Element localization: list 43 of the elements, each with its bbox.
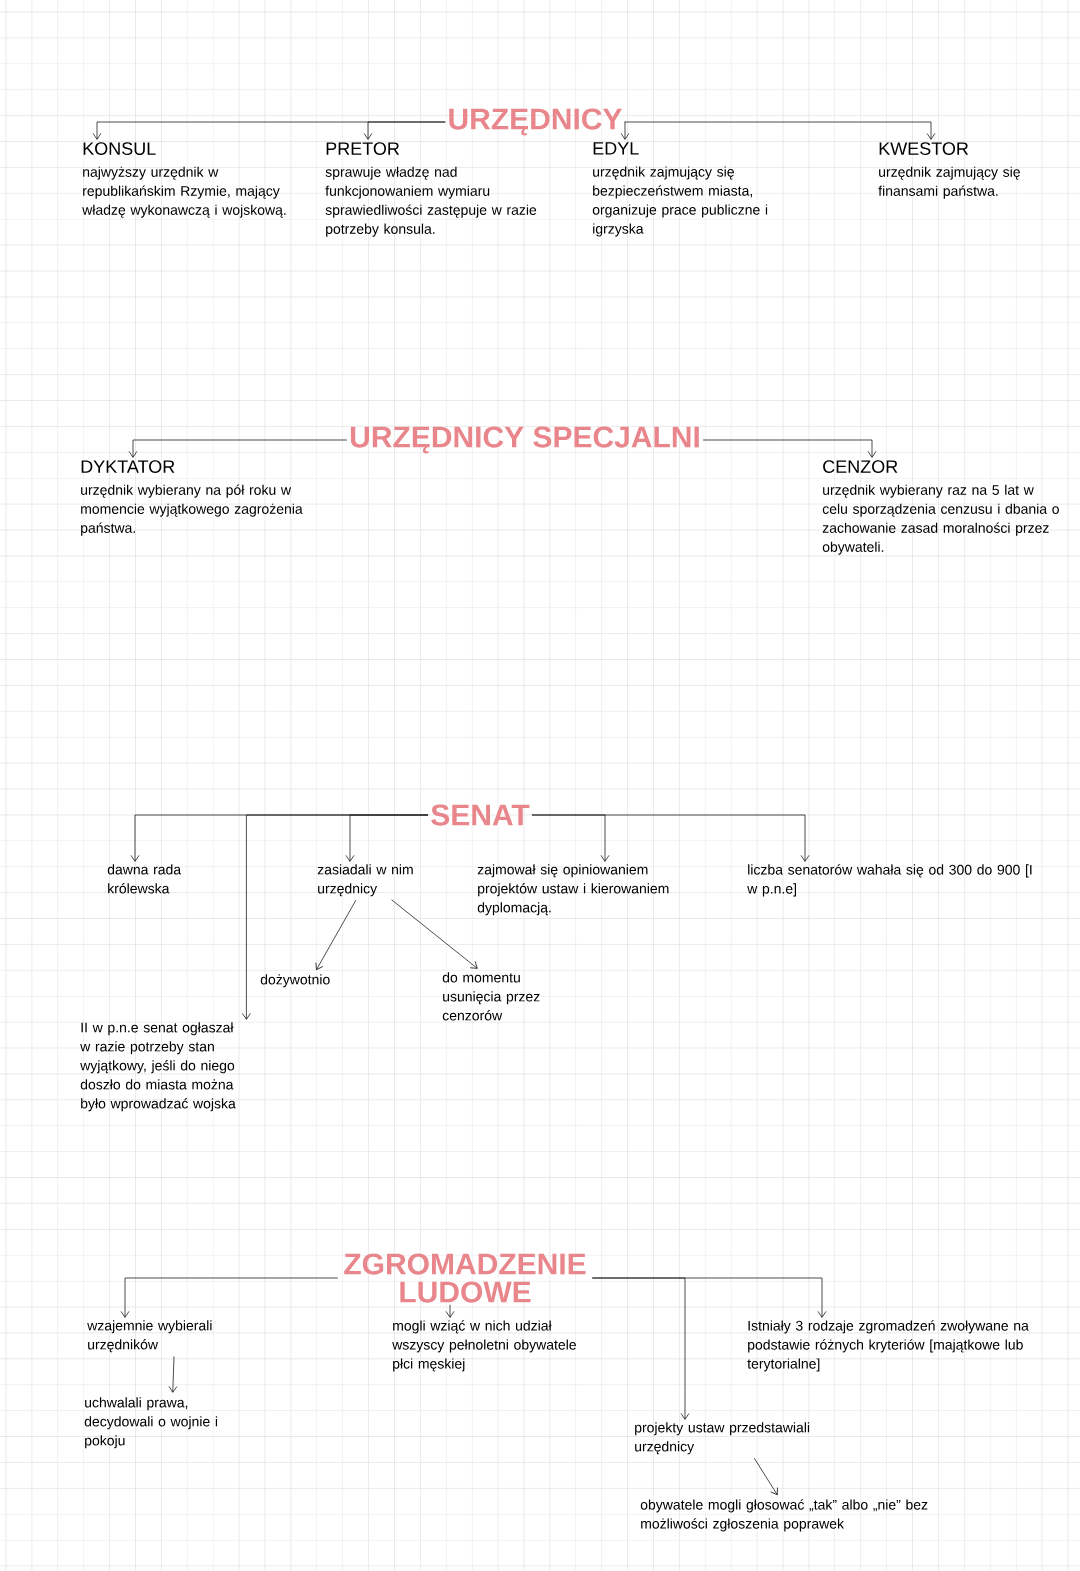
- arrow: [445, 1304, 455, 1318]
- arrow: [702, 439, 877, 458]
- note-text: urzędnik wybierany na pół roku w momencie wyjątkowego zagrożenia państwa.: [81, 484, 303, 536]
- section-heading: URZĘDNICY: [449, 108, 622, 136]
- arrow: [591, 1277, 827, 1318]
- office-title: CENZOR: [823, 460, 898, 473]
- arrow: [531, 814, 810, 862]
- note-text: liczba senatorów wahała się od 300 do 900 [I w p.n.e]: [747, 864, 1032, 897]
- note-text: urzędnik zajmujący się finansami państwa.: [878, 166, 1020, 199]
- arrow: [120, 1277, 339, 1318]
- note-text: sprawuje władzę nad funkcjonowaniem wymiaru sprawiedliwości zastępuje w razie potrzeby konsula.: [325, 166, 537, 237]
- note-text: Istniały 3 rodzaje zgromadzeń zwoływane na podstawie różnych kryteriów [majątkowe lub terytorialne]: [747, 1320, 1029, 1372]
- note-text: najwyższy urzędnik w republikańskim Rzymie, mający władzę wykonawczą i wojskową.: [82, 166, 286, 218]
- arrow: [753, 1457, 778, 1496]
- section-heading: SENAT: [431, 804, 530, 826]
- note-text: obywatele mogli głosować „tak” albo „nie” bez możliwości zgłoszenia poprawek: [640, 1499, 928, 1532]
- arrow: [391, 899, 478, 969]
- note-text: projekty ustaw przedstawiali urzędnicy: [635, 1422, 810, 1455]
- note-text: zajmował się opiniowaniem projektów ustaw i kierowaniem dyplomacją.: [477, 864, 669, 916]
- note-text: uchwalali prawa, decydowali o wojnie i pokoju: [84, 1397, 218, 1449]
- note-text: II w p.n.e senat ogłaszał w razie potrzeby stan wyjątkowy, jeśli do niego doszło do miasta można było wprowadzać wojska: [80, 1022, 236, 1112]
- note-text: do momentu usunięcia przez cenzorów: [442, 972, 540, 1021]
- note-text: wzajemnie wybierali urzędników: [87, 1320, 212, 1353]
- note-text: urzędnik wybierany raz na 5 lat w celu sporządzenia cenzusu i dbania o zachowanie zasad moralności przez obywateli.: [822, 484, 1059, 555]
- section-heading: URZĘDNICY SPECJALNI: [350, 426, 699, 454]
- office-title: KONSUL: [83, 142, 156, 155]
- arrow: [620, 121, 630, 140]
- note-text: dożywotnio: [260, 974, 330, 988]
- arrow: [168, 1356, 178, 1393]
- arrow: [315, 899, 357, 971]
- arrow: [345, 814, 429, 862]
- office-title: DYKTATOR: [81, 460, 175, 473]
- section-heading: ZGROMADZENIE LUDOWE: [344, 1253, 586, 1303]
- office-title: KWESTOR: [879, 142, 969, 155]
- arrow: [128, 439, 348, 458]
- arrow: [624, 121, 936, 140]
- note-text: urzędnik zajmujący się bezpieczeństwem miasta, organizuje prace publiczne i igrzyska: [592, 166, 768, 237]
- note-text: mogli wziąć w nich udział wszyscy pełnoletni obywatele płci męskiej: [392, 1320, 576, 1372]
- note-text: dawna rada królewska: [107, 864, 182, 894]
- arrow: [363, 121, 446, 140]
- office-title: EDYL: [593, 142, 639, 155]
- office-title: PRETOR: [326, 142, 400, 155]
- note-text: zasiadali w nim urzędnicy: [317, 864, 413, 897]
